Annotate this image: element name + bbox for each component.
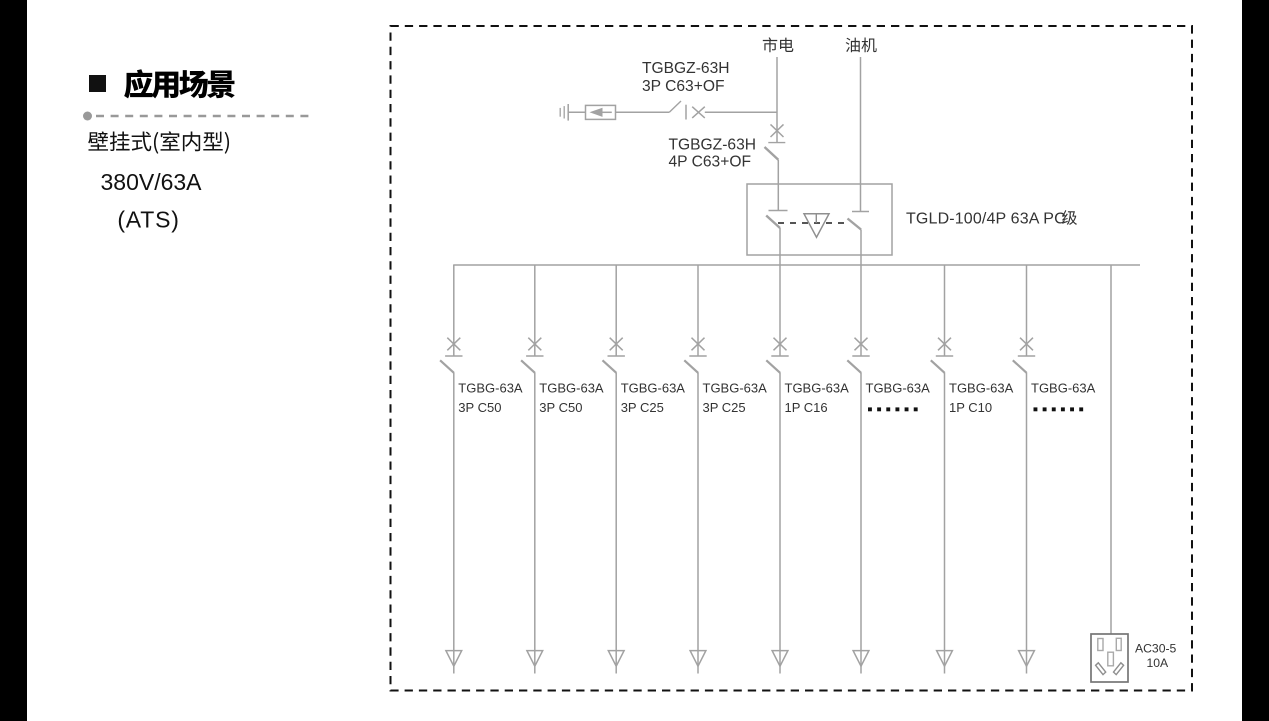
svg-text:TGBGZ-63H: TGBGZ-63H — [642, 60, 730, 77]
svg-text:1P C16: 1P C16 — [785, 400, 828, 415]
svg-text:3P C50: 3P C50 — [458, 400, 501, 415]
svg-text:TGBG-63A: TGBG-63A — [621, 380, 686, 395]
svg-text:TGLD-100/4P 63A PC: TGLD-100/4P 63A PC — [906, 210, 1066, 227]
svg-text:3P C25: 3P C25 — [703, 400, 746, 415]
svg-text:TGBG-63A: TGBG-63A — [458, 380, 523, 395]
svg-text:TGBG-63A: TGBG-63A — [949, 380, 1014, 395]
svg-text:3P C63+OF: 3P C63+OF — [642, 78, 725, 95]
svg-text:1P C10: 1P C10 — [949, 400, 992, 415]
svg-text:3P C50: 3P C50 — [539, 400, 582, 415]
svg-text:TGBG-63A: TGBG-63A — [785, 380, 850, 395]
svg-text:3P C25: 3P C25 — [621, 400, 664, 415]
svg-text:TGBG-63A: TGBG-63A — [1031, 380, 1096, 395]
svg-text:TGBG-63A: TGBG-63A — [703, 380, 768, 395]
svg-text:10A: 10A — [1147, 656, 1170, 670]
svg-text:(ATS): (ATS) — [117, 207, 179, 233]
svg-text:380V/63A: 380V/63A — [100, 169, 202, 195]
svg-text:TGBGZ-63H: TGBGZ-63H — [669, 136, 757, 153]
svg-text:AC30-5: AC30-5 — [1135, 641, 1177, 655]
svg-text:4P C63+OF: 4P C63+OF — [669, 154, 752, 171]
svg-text:TGBG-63A: TGBG-63A — [866, 380, 931, 395]
svg-text:TGBG-63A: TGBG-63A — [539, 380, 604, 395]
